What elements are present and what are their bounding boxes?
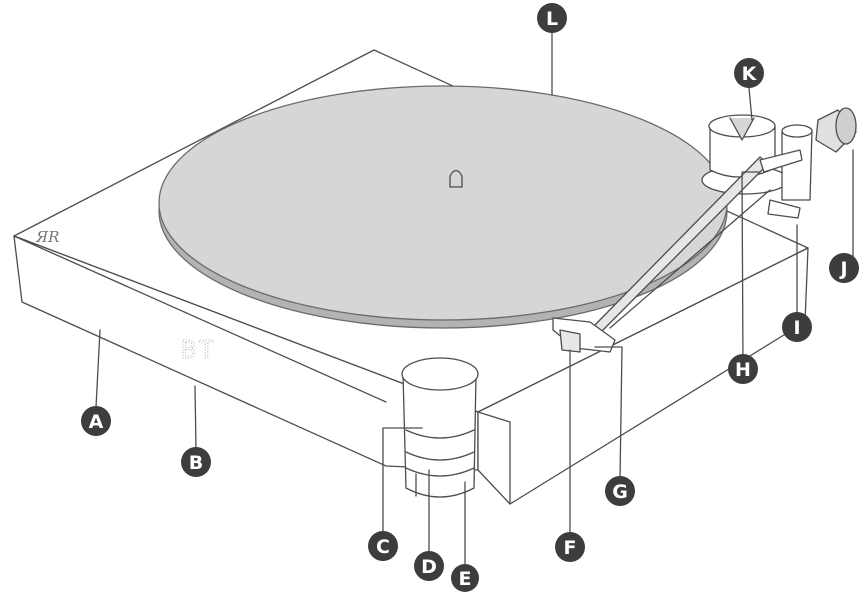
- control-knob-top: [401, 357, 479, 391]
- callout-h: H: [728, 354, 758, 384]
- callout-label: J: [838, 258, 847, 280]
- spindle: [449, 169, 463, 188]
- brand-logo: ЯR: [35, 228, 59, 246]
- callout-label: H: [735, 359, 751, 381]
- headshell: [552, 317, 616, 353]
- callout-e: E: [451, 564, 479, 592]
- bt-display: BT: [181, 335, 217, 364]
- callout-d: D: [414, 551, 444, 581]
- callout-label: A: [89, 411, 104, 433]
- callout-b: B: [181, 447, 211, 477]
- callout-f: F: [555, 532, 585, 562]
- callout-label: E: [459, 568, 472, 590]
- callout-label: C: [376, 536, 390, 558]
- callout-g: G: [605, 476, 635, 506]
- callout-label: F: [564, 537, 577, 559]
- cartridge: [559, 329, 581, 353]
- plinth-side: [477, 247, 809, 505]
- callout-label: I: [793, 317, 800, 339]
- callout-i: I: [782, 312, 812, 342]
- control-knob: [402, 373, 477, 498]
- callout-label: K: [742, 63, 758, 85]
- callout-c: C: [368, 531, 398, 561]
- callout-a: A: [81, 406, 111, 436]
- callout-j: J: [829, 253, 859, 283]
- callout-label: D: [421, 556, 437, 578]
- callout-label: B: [189, 452, 203, 474]
- callout-label: G: [612, 481, 628, 503]
- callout-l: L: [537, 3, 567, 33]
- callout-k: K: [734, 58, 764, 88]
- callout-label: L: [546, 8, 558, 30]
